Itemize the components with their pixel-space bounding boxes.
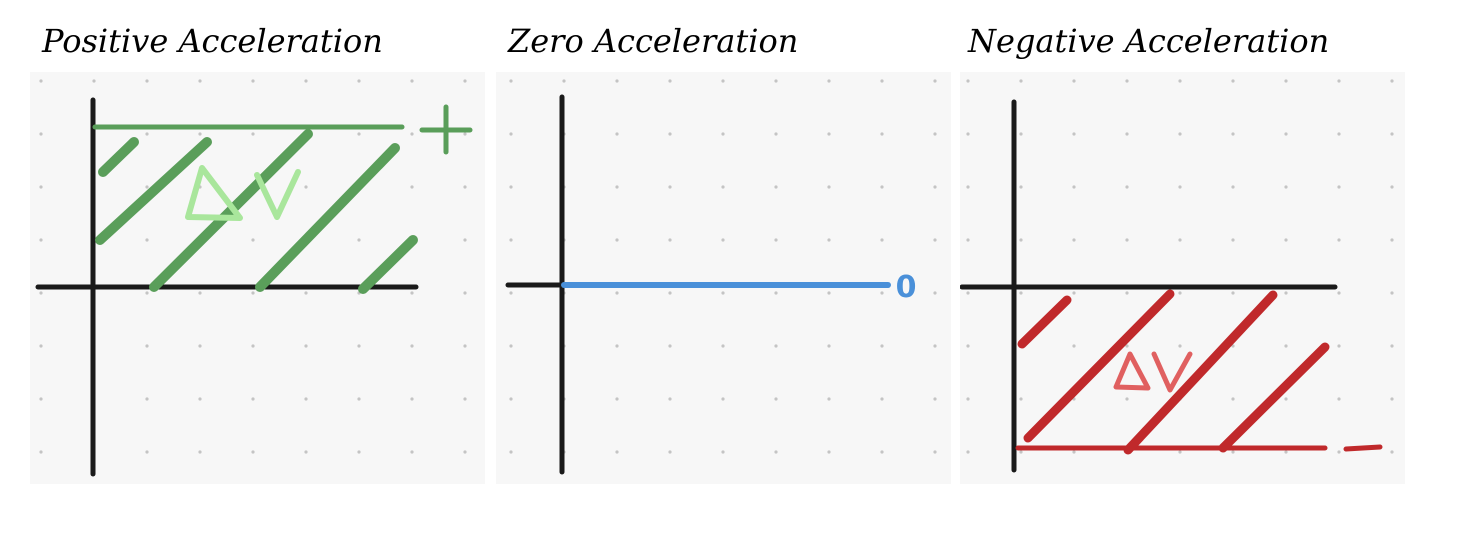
panel-negative-acceleration [960, 72, 1415, 484]
minus-icon [1343, 444, 1383, 452]
zero-acceleration-diagram: 0 [496, 72, 951, 484]
delta-v-icon [185, 165, 301, 221]
hatch-stroke [1023, 289, 1175, 443]
zero-label: 0 [896, 270, 917, 305]
hatch-stroke [98, 137, 139, 177]
panel-title-positive: Positive Acceleration [42, 22, 383, 60]
hatch-stroke [1218, 342, 1330, 453]
panel-title-zero: Zero Acceleration [508, 22, 799, 60]
hatched-area [1017, 289, 1330, 455]
hatch-stroke [1123, 290, 1278, 455]
hatch-stroke [255, 143, 400, 292]
delta-v-icon [1113, 351, 1193, 393]
panel-title-negative: Negative Acceleration [968, 22, 1330, 60]
dot-grid [960, 72, 1405, 484]
hatch-stroke [95, 137, 212, 245]
hatch-stroke [358, 235, 418, 294]
panel-positive-acceleration [30, 72, 485, 484]
hatch-stroke [1017, 295, 1072, 349]
dot-grid [30, 72, 485, 484]
plus-icon [419, 104, 473, 155]
negative-acceleration-diagram [960, 72, 1405, 484]
positive-acceleration-diagram [30, 72, 485, 484]
panel-zero-acceleration: 0 [496, 72, 951, 484]
dot-grid [496, 72, 951, 484]
